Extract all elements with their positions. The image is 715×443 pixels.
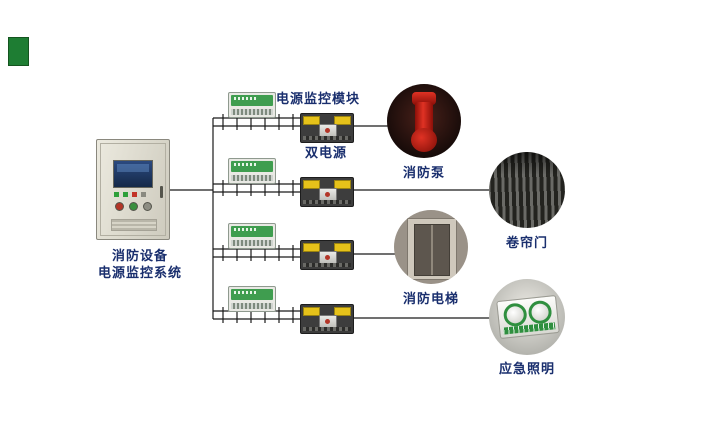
emergency-lighting-label: 应急照明 — [498, 361, 555, 376]
switch-terminal-cover — [334, 116, 351, 125]
module-terminals — [231, 303, 273, 309]
fire-elevator-label: 消防电梯 — [402, 291, 459, 306]
dual-power-switch-2 — [300, 177, 354, 207]
cabinet-screen — [113, 160, 153, 188]
power-monitor-module-1 — [228, 92, 276, 118]
cabinet-label-line2: 电源监控系统 — [97, 265, 182, 280]
module-label: 电源监控模块 — [276, 91, 361, 106]
elevator-door — [414, 224, 450, 276]
power-monitor-module-2 — [228, 158, 276, 184]
module-terminals — [231, 175, 273, 181]
dual-power-switch-3 — [300, 240, 354, 270]
cabinet-handle — [160, 186, 163, 198]
emergency-lamp — [527, 299, 553, 325]
pump-volute — [411, 128, 437, 152]
emergency-lamp — [502, 302, 528, 328]
switch-terminals — [303, 263, 351, 267]
switch-terminal-cover — [303, 307, 320, 316]
switch-terminal-cover — [334, 307, 351, 316]
module-face — [231, 226, 273, 237]
power-monitor-module-3 — [228, 223, 276, 249]
module-face — [231, 95, 273, 106]
switch-terminal-cover — [334, 180, 351, 189]
module-face — [231, 161, 273, 172]
fire-elevator-photo — [394, 210, 468, 284]
elevator-frame — [407, 218, 457, 280]
switch-terminal-cover — [334, 243, 351, 252]
emergency-light-photo — [489, 279, 565, 355]
cabinet-indicator-leds — [114, 192, 152, 197]
module-face — [231, 289, 273, 300]
fire-pump-label: 消防泵 — [402, 165, 445, 180]
switch-terminals — [303, 200, 351, 204]
pump-body — [415, 102, 433, 134]
cabinet-label-line1: 消防设备 — [111, 248, 168, 263]
monitor-cabinet — [96, 139, 170, 240]
power-monitor-module-4 — [228, 286, 276, 312]
dual-power-switch-4 — [300, 304, 354, 334]
pump-motor — [412, 92, 436, 105]
corner-green-mark — [8, 37, 29, 66]
cabinet-door — [100, 143, 166, 236]
fire-pump-photo — [387, 84, 461, 158]
module-terminals — [231, 109, 273, 115]
cabinet-label: 消防设备 电源监控系统 — [90, 247, 190, 281]
cabinet-vent — [111, 219, 157, 231]
switch-terminal-cover — [303, 116, 320, 125]
switch-terminals — [303, 136, 351, 140]
switch-terminals — [303, 327, 351, 331]
roller-door-label: 卷帘门 — [505, 235, 548, 250]
cabinet-buttons — [115, 202, 153, 211]
switch-terminal-cover — [303, 243, 320, 252]
emergency-light-box — [496, 294, 560, 340]
switch-terminal-cover — [303, 180, 320, 189]
dual-power-label: 双电源 — [304, 145, 347, 160]
module-terminals — [231, 240, 273, 246]
dual-power-switch-1 — [300, 113, 354, 143]
roller-door-photo — [489, 152, 565, 228]
